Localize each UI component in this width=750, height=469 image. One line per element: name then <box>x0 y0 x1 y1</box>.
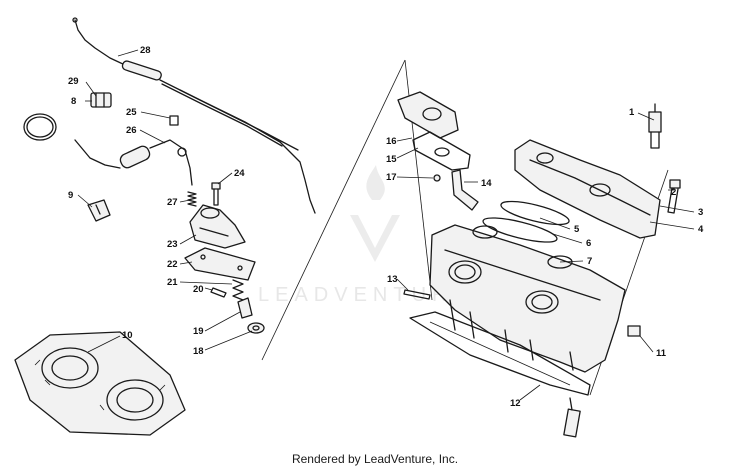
callout-29: 29 <box>68 76 79 87</box>
callout-26: 26 <box>126 125 137 136</box>
part-3-4-head-cover <box>514 139 661 239</box>
callout-27: 27 <box>167 197 178 208</box>
callout-15: 15 <box>386 154 397 165</box>
callout-6: 6 <box>586 238 591 249</box>
leader-lines <box>77 49 695 401</box>
callout-10: 10 <box>122 330 133 341</box>
callout-18: 18 <box>193 346 204 357</box>
callout-8: 8 <box>71 96 76 107</box>
callout-19: 19 <box>193 326 204 337</box>
callout-13: 13 <box>387 274 398 285</box>
watermark-text: LEADVENTURE <box>258 284 472 306</box>
part-25-bolt <box>169 115 179 126</box>
part-12-head-gasket <box>409 311 591 438</box>
part-23-housing <box>189 204 246 249</box>
callout-23: 23 <box>167 239 178 250</box>
watermark: LEADVENTURE <box>258 165 472 306</box>
part-10-base-gasket <box>14 331 186 436</box>
callout-21: 21 <box>167 277 178 288</box>
callout-1: 1 <box>629 107 635 118</box>
callout-17: 17 <box>386 172 397 183</box>
part-20-bolt <box>210 287 227 298</box>
callout-labels: 1 2 3 4 5 6 7 8 9 10 11 12 13 14 15 16 1… <box>68 45 704 409</box>
part-8-clip-ring <box>23 113 57 141</box>
part-27-spring <box>187 191 197 207</box>
callout-4: 4 <box>698 224 704 235</box>
part-14-fitting <box>451 169 479 211</box>
part-28-cable <box>72 17 316 214</box>
part-29-block <box>90 92 112 108</box>
callout-7: 7 <box>587 256 592 267</box>
part-1-spark-plug <box>648 103 662 149</box>
part-18-washer <box>247 322 265 334</box>
part-24-bolt <box>211 182 221 206</box>
callout-28: 28 <box>140 45 151 56</box>
callout-24: 24 <box>234 168 245 179</box>
callout-2: 2 <box>671 187 676 198</box>
callout-12: 12 <box>510 398 521 409</box>
callout-20: 20 <box>193 284 204 295</box>
part-16-cover <box>397 91 459 139</box>
part-5-o-ring <box>500 200 570 226</box>
part-15-gasket <box>412 131 471 171</box>
callout-22: 22 <box>167 259 178 270</box>
part-21-spring <box>232 279 244 301</box>
part-9-bracket <box>87 199 111 222</box>
part-17-pin <box>433 174 441 182</box>
callout-16: 16 <box>386 136 397 147</box>
part-19-fitting <box>237 297 253 319</box>
part-2-bolt <box>667 179 681 214</box>
part-22-plate <box>184 247 256 281</box>
callout-3: 3 <box>698 207 703 218</box>
divider-line-left <box>261 59 406 361</box>
callout-11: 11 <box>656 348 667 359</box>
callout-25: 25 <box>126 107 137 118</box>
part-26-cable <box>74 139 193 186</box>
part-6-o-ring <box>482 217 558 243</box>
part-13-stud <box>403 289 431 300</box>
callout-9: 9 <box>68 190 73 201</box>
callout-14: 14 <box>481 178 492 189</box>
callout-5: 5 <box>574 224 580 235</box>
footer-credit: Rendered by LeadVenture, Inc. <box>291 452 459 466</box>
part-7-cylinder-head <box>429 224 626 373</box>
part-11-nut <box>627 325 641 337</box>
